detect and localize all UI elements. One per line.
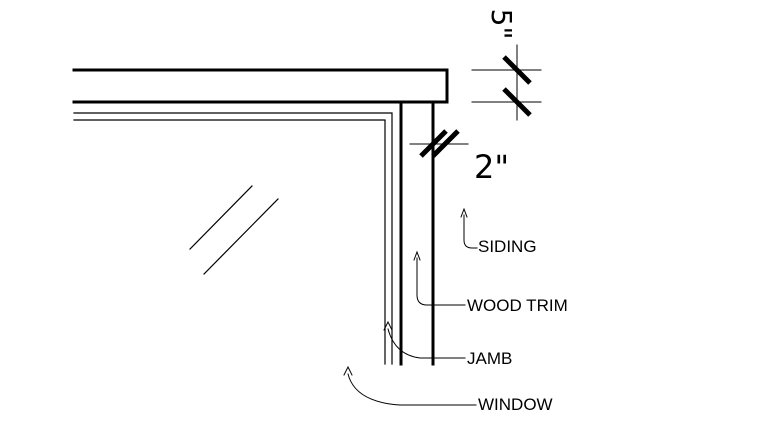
- label-siding: SIDING: [478, 237, 537, 256]
- leader-siding: [463, 214, 478, 249]
- head-cap-board: [72, 68, 449, 104]
- leader-jamb: [387, 328, 466, 359]
- glass-hatch-1: [189, 185, 253, 250]
- dim2-tick-left: [419, 129, 448, 158]
- dim-tick-top: [502, 55, 532, 85]
- label-jamb: JAMB: [467, 349, 512, 368]
- dim-tick-bottom: [502, 87, 532, 117]
- dim-overhang-text: 5": [485, 9, 518, 40]
- leader-window: [347, 373, 477, 406]
- dim2-tick-right: [431, 129, 460, 158]
- leader-siding-arrow: [460, 207, 468, 218]
- dim-trim-thickness-text: 2": [474, 148, 509, 186]
- label-window: WINDOW: [478, 395, 553, 414]
- label-wood-trim: WOOD TRIM: [467, 296, 568, 315]
- leader-wood-trim: [416, 257, 466, 306]
- window-frame-outer: [73, 112, 393, 365]
- leader-window-arrow: [343, 365, 353, 376]
- leader-wood-trim-arrow: [413, 250, 421, 261]
- glass-hatch-2: [203, 198, 279, 275]
- window-frame-inner: [73, 119, 386, 365]
- leader-jamb-arrow: [383, 320, 393, 331]
